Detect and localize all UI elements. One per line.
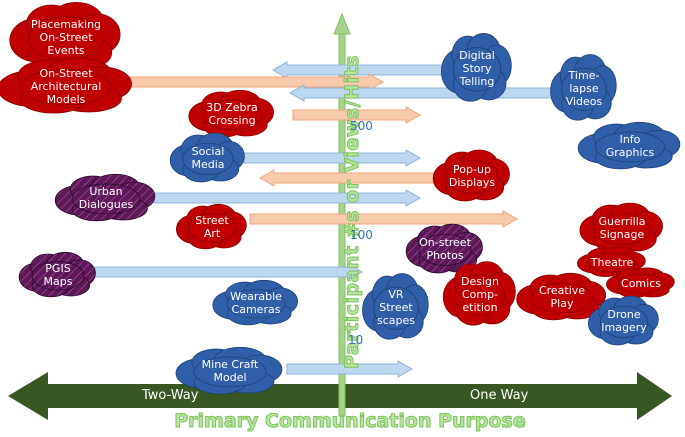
cloud-label: Wearable Cameras <box>230 290 282 316</box>
cloud-label: On-Street Architectural Models <box>30 66 102 106</box>
cloud-17: VR Street scapes <box>362 273 429 340</box>
y-axis-label: Participant #s or Views/Hits <box>341 55 364 370</box>
cloud-shape <box>175 203 247 250</box>
cloud-13: On-street Photos <box>405 223 483 274</box>
cloud-shape <box>175 346 283 395</box>
cloud-1: On-Street Architectural Models <box>0 57 132 114</box>
cloud-label: Urban Dialogues <box>78 185 134 211</box>
cloud-5: Street Art <box>175 203 247 250</box>
cloud-label: Pop-up Displays <box>448 163 496 189</box>
cloud-9: Digital Story Telling <box>440 33 512 102</box>
cloud-shape <box>188 89 275 138</box>
cloud-label: Design Comp- etition <box>461 274 499 314</box>
arrow-3 <box>292 106 422 124</box>
two-way-label: Two-Way <box>142 388 199 403</box>
cloud-label: Drone Imagery <box>601 308 647 334</box>
arrow-7 <box>249 210 519 228</box>
cloud-label: PGIS Maps <box>43 262 73 288</box>
cloud-shape <box>577 246 646 277</box>
cloud-label: On-street Photos <box>419 236 471 262</box>
tick-100: 100 <box>350 228 373 242</box>
cloud-label: Placemaking On-Street Events <box>30 17 102 57</box>
cloud-label: Comics <box>621 276 661 290</box>
cloud-label: Info Graphics <box>605 133 655 159</box>
cloud-label: Guerrilla Signage <box>598 215 646 241</box>
cloud-shape <box>169 132 245 183</box>
cloud-4: Urban Dialogues <box>54 173 156 222</box>
arrow-0 <box>271 61 449 79</box>
cloud-shape <box>405 223 483 274</box>
cloud-label: Mine Craft Model <box>201 358 259 384</box>
cloud-3: Social Media <box>169 132 245 183</box>
cloud-shape <box>577 121 681 170</box>
tick-10: 10 <box>348 333 364 347</box>
arrow-4 <box>243 149 422 167</box>
cloud-shape <box>579 202 663 253</box>
cloud-shape <box>550 54 617 121</box>
cloud-2: 3D Zebra Crossing <box>188 89 275 138</box>
cloud-shape <box>440 33 512 102</box>
cloud-label: VR Street scapes <box>376 287 415 327</box>
cloud-18: Design Comp- etition <box>442 261 516 326</box>
arrow-8 <box>94 263 364 281</box>
cloud-label: Creative Play <box>538 284 586 310</box>
cloud-8: Mine Craft Model <box>175 346 283 395</box>
arrow-5 <box>258 169 438 187</box>
arrow-1 <box>129 73 385 91</box>
cloud-shape <box>54 173 156 222</box>
arrow-9 <box>286 360 414 378</box>
cloud-16: Comics <box>606 267 675 298</box>
cloud-shape <box>587 295 659 346</box>
cloud-14: Guerrilla Signage <box>579 202 663 253</box>
cloud-shape <box>516 272 607 321</box>
cloud-15: Theatre <box>577 246 646 277</box>
cloud-20: Drone Imagery <box>587 295 659 346</box>
cloud-label: Theatre <box>590 255 634 269</box>
cloud-label: Digital Story Telling <box>459 48 495 88</box>
cloud-7: Wearable Cameras <box>212 279 299 326</box>
cloud-label: Street Art <box>195 214 229 240</box>
cloud-shape <box>0 57 132 114</box>
cloud-10: Time- lapse Videos <box>550 54 617 121</box>
cloud-shape <box>212 279 299 326</box>
tick-500: 500 <box>350 119 373 133</box>
cloud-19: Creative Play <box>516 272 607 321</box>
one-way-label: One Way <box>470 388 529 403</box>
cloud-11: Info Graphics <box>577 121 681 170</box>
cloud-shape <box>442 261 516 326</box>
cloud-shape <box>18 251 96 298</box>
x-axis-label: Primary Communication Purpose <box>174 410 527 433</box>
cloud-shape <box>362 273 429 340</box>
y-axis-arrowhead <box>333 12 351 35</box>
cloud-label: Time- lapse Videos <box>565 68 603 108</box>
cloud-12: Pop-up Displays <box>432 149 510 202</box>
cloud-shape <box>606 267 675 298</box>
arrow-6 <box>153 189 422 207</box>
cloud-label: 3D Zebra Crossing <box>206 101 258 127</box>
cloud-6: PGIS Maps <box>18 251 96 298</box>
cloud-shape <box>432 149 510 202</box>
cloud-label: Social Media <box>191 145 225 171</box>
